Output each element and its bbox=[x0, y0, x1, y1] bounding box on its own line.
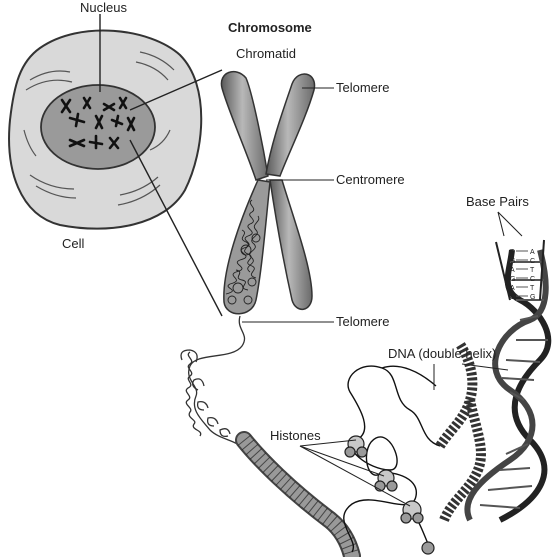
dna-strand-a bbox=[498, 249, 552, 523]
chromosome bbox=[220, 70, 316, 315]
dna-double-helix bbox=[435, 239, 552, 523]
chromatid-right-bottom bbox=[269, 179, 313, 310]
label-centromere: Centromere bbox=[336, 172, 405, 187]
solenoid bbox=[235, 431, 361, 557]
label-chromosome: Chromosome bbox=[228, 20, 312, 35]
base-letter-right: C bbox=[530, 258, 535, 265]
label-chromatid: Chromatid bbox=[236, 46, 296, 61]
nucleosome-string bbox=[343, 365, 441, 553]
cell bbox=[8, 29, 203, 230]
dna-strand-b bbox=[464, 249, 549, 522]
chromatin-fiber bbox=[180, 315, 246, 451]
nucleus-chromosomes bbox=[60, 96, 136, 150]
nucleus bbox=[40, 84, 156, 170]
base-letter-right: A bbox=[530, 249, 535, 256]
leader-lines bbox=[242, 87, 523, 507]
base-letter-left: C bbox=[510, 294, 515, 301]
chromatid-left-top bbox=[220, 70, 269, 181]
base-letter-right: C bbox=[530, 276, 535, 283]
base-letter-left: G bbox=[510, 276, 515, 283]
base-letter-right: T bbox=[530, 267, 535, 274]
label-telomere-bottom: Telomere bbox=[336, 314, 390, 329]
label-dna: DNA (double helix) bbox=[388, 346, 497, 361]
chromatid-right-top bbox=[265, 73, 316, 177]
dna-rungs bbox=[479, 261, 548, 509]
base-letter-right: G bbox=[530, 294, 535, 301]
label-cell: Cell bbox=[62, 236, 85, 251]
base-letter-left: T bbox=[510, 249, 515, 256]
label-histones: Histones bbox=[270, 428, 321, 443]
chromatin-coils bbox=[225, 199, 261, 305]
base-letter-left: G bbox=[510, 258, 515, 265]
label-base-pairs: Base Pairs bbox=[466, 194, 529, 209]
base-letter-left: A bbox=[510, 267, 515, 274]
base-letter-right: T bbox=[530, 285, 535, 292]
zoom-lines bbox=[99, 14, 223, 317]
label-nucleus: Nucleus bbox=[80, 0, 127, 15]
label-telomere-top: Telomere bbox=[336, 80, 390, 95]
base-letter-left: A bbox=[510, 285, 515, 292]
cell-organelles bbox=[23, 51, 175, 206]
